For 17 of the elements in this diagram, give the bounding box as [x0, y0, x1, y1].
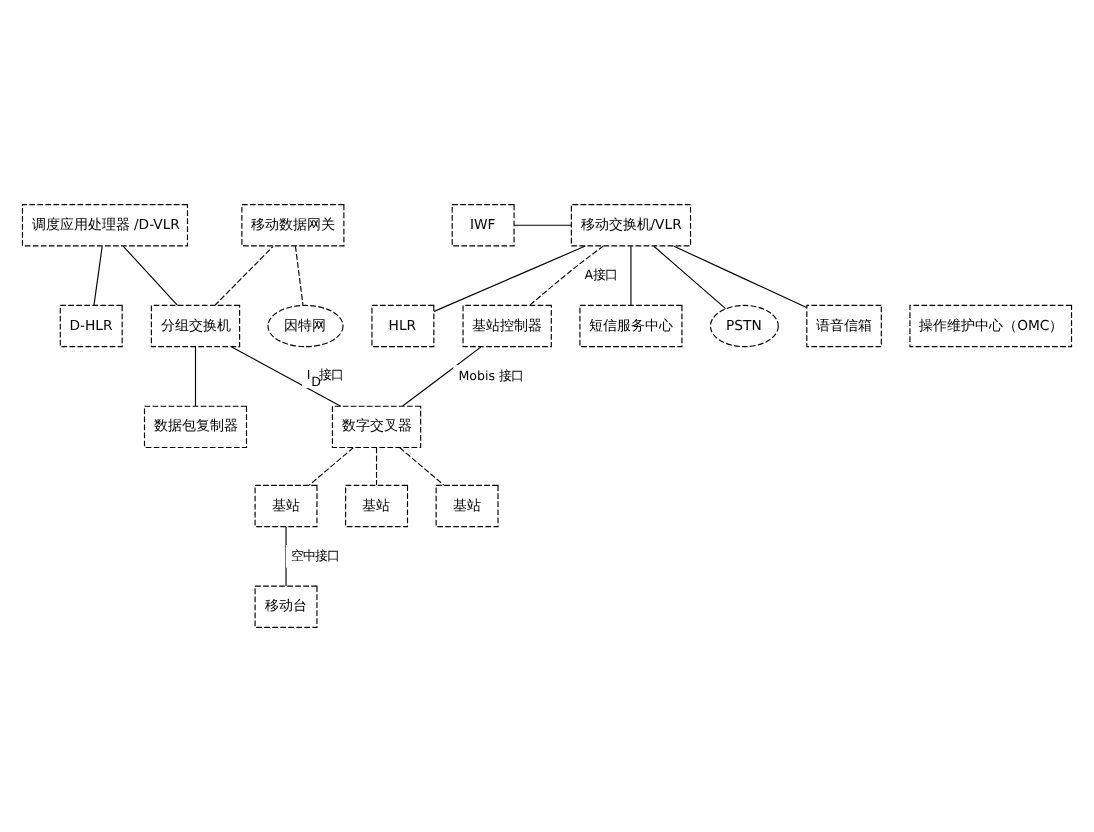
connector — [285, 526, 287, 587]
connector — [308, 447, 354, 486]
connector — [231, 346, 342, 407]
connector — [214, 245, 274, 306]
connector — [399, 447, 445, 486]
connector — [93, 245, 103, 306]
connector — [529, 245, 604, 306]
connector — [653, 245, 727, 310]
connector — [672, 245, 808, 309]
connector — [630, 245, 632, 306]
connector — [294, 245, 304, 306]
connector — [194, 346, 197, 407]
connector — [513, 224, 572, 226]
connector — [375, 447, 378, 486]
connector — [122, 245, 179, 306]
connector — [402, 346, 482, 407]
connector — [433, 245, 586, 312]
